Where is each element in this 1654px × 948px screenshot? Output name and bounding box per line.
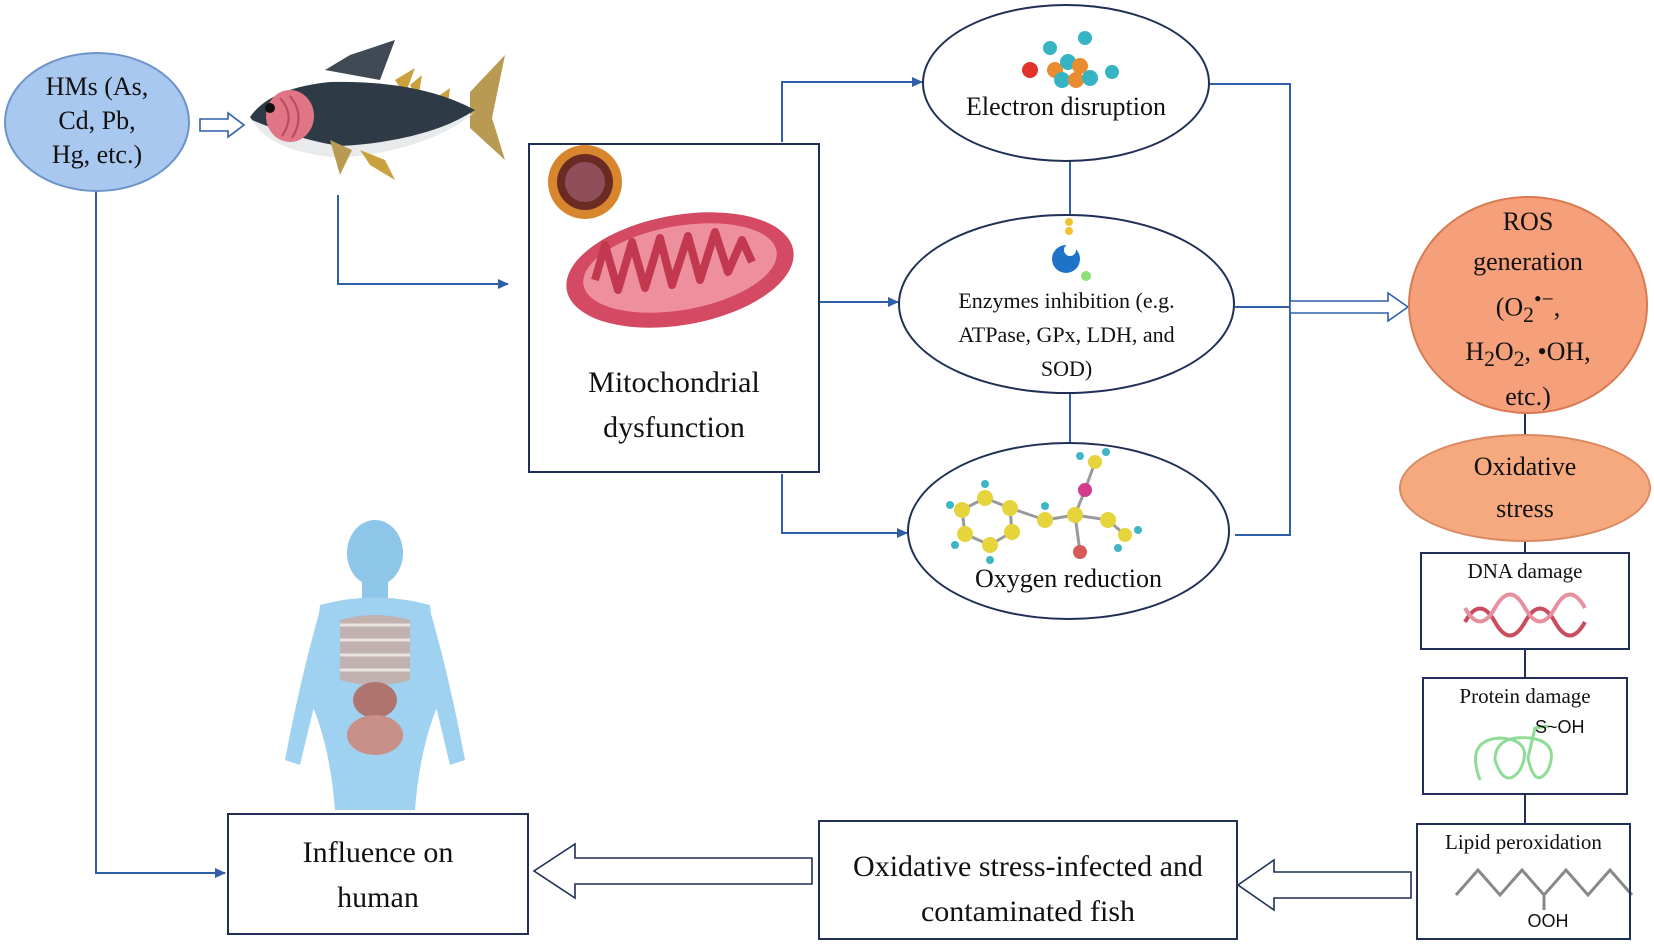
- mitochondrion-illustration: [548, 145, 794, 328]
- protein-damage-label: Protein damage: [1459, 684, 1591, 708]
- tuna-fish-illustration: [250, 40, 505, 180]
- mito-box: [528, 143, 820, 473]
- oxidative-stress-line1: Oxidative: [1473, 452, 1577, 481]
- influence-human-label: Influence on human: [227, 830, 529, 920]
- lipid-zigzag-icon: [1454, 867, 1634, 910]
- human-body-illustration: [285, 520, 465, 810]
- protein-damage-box: [1422, 677, 1628, 795]
- protein-hydroxyl: OH: [1557, 717, 1585, 737]
- connector-hms-to-human: [95, 185, 226, 878]
- contaminated-fish-label: Oxidative stress-infected and contaminat…: [818, 844, 1238, 934]
- hms-label-line1: HMs (As,: [45, 72, 149, 101]
- enzyme-label: Enzymes inhibition (e.g. ATPase, GPx, LD…: [898, 284, 1235, 386]
- mito-label: Mitochondrial dysfunction: [528, 360, 820, 450]
- ros-label-line1: ROS: [1502, 207, 1554, 236]
- hms-ellipse: [4, 52, 190, 192]
- oxidative-stress-ellipse: [1399, 434, 1651, 542]
- connector-fish-to-mito: [337, 195, 509, 289]
- ros-circle: [1408, 196, 1648, 414]
- enzyme-label-line2: ATPase, GPx, LDH, and: [958, 322, 1175, 348]
- mito-label-line2: dysfunction: [603, 411, 745, 444]
- contaminated-fish-line2: contaminated fish: [920, 895, 1136, 928]
- oxygen-label: Oxygen reduction: [974, 564, 1162, 593]
- connector-mito-to-electron: [781, 77, 923, 142]
- ros-label-line3: (O2•−,: [1495, 286, 1561, 327]
- dna-damage-label: DNA damage: [1467, 559, 1583, 583]
- hollow-arrow-hms-to-fish: [199, 111, 246, 139]
- dna-damage-box: [1420, 552, 1630, 650]
- influence-human-line1: Influence on: [302, 836, 454, 869]
- ros-label-line2: generation: [1473, 247, 1583, 277]
- mito-label-line1: Mitochondrial: [588, 366, 760, 399]
- hollow-arrow-fish-to-human: [532, 842, 813, 900]
- oxygen-ellipse: [907, 442, 1230, 620]
- dna-helix-icon: [1463, 592, 1587, 638]
- enzyme-label-line1: Enzymes inhibition (e.g.: [958, 288, 1175, 313]
- ros-label-line5: etc.): [1505, 381, 1551, 411]
- electron-label: Electron disruption: [965, 92, 1166, 121]
- enzyme-ellipse: [898, 214, 1235, 394]
- enzyme-label-line3: SOD): [1040, 356, 1093, 382]
- protein-sulfur: S: [1535, 717, 1548, 737]
- hollow-arrow-lipid-to-fish: [1236, 858, 1412, 912]
- influence-human-box: [227, 813, 529, 935]
- hms-label-line3: Hg, etc.): [51, 139, 143, 169]
- electron-ellipse: [922, 4, 1210, 162]
- ros-label-line4: H2O2, •OH,: [1465, 337, 1591, 372]
- connector-mito-to-oxygen: [781, 474, 908, 538]
- ros-label: ROS generation (O2•−, H2O2, •OH, etc.): [1408, 202, 1648, 417]
- influence-human-line2: human: [337, 881, 419, 914]
- lipid-ooh-label: OOH: [1527, 911, 1569, 931]
- protein-thiol-label: S~OH: [1535, 717, 1585, 737]
- hollow-arrow-to-ros: [1289, 291, 1410, 323]
- contaminated-fish-line1: Oxidative stress-infected and: [853, 850, 1203, 883]
- hms-label-line2: Cd, Pb,: [58, 105, 136, 135]
- oxidative-stress-label: Oxidative stress: [1399, 446, 1651, 529]
- oxidative-stress-line2: stress: [1496, 493, 1554, 523]
- protein-coil-icon: [1474, 724, 1553, 781]
- contaminated-fish-box: [818, 820, 1238, 940]
- hms-label: HMs (As, Cd, Pb, Hg, etc.): [4, 70, 190, 171]
- lipid-peroxidation-label: Lipid peroxidation: [1445, 830, 1602, 854]
- lipid-peroxidation-box: [1416, 823, 1631, 940]
